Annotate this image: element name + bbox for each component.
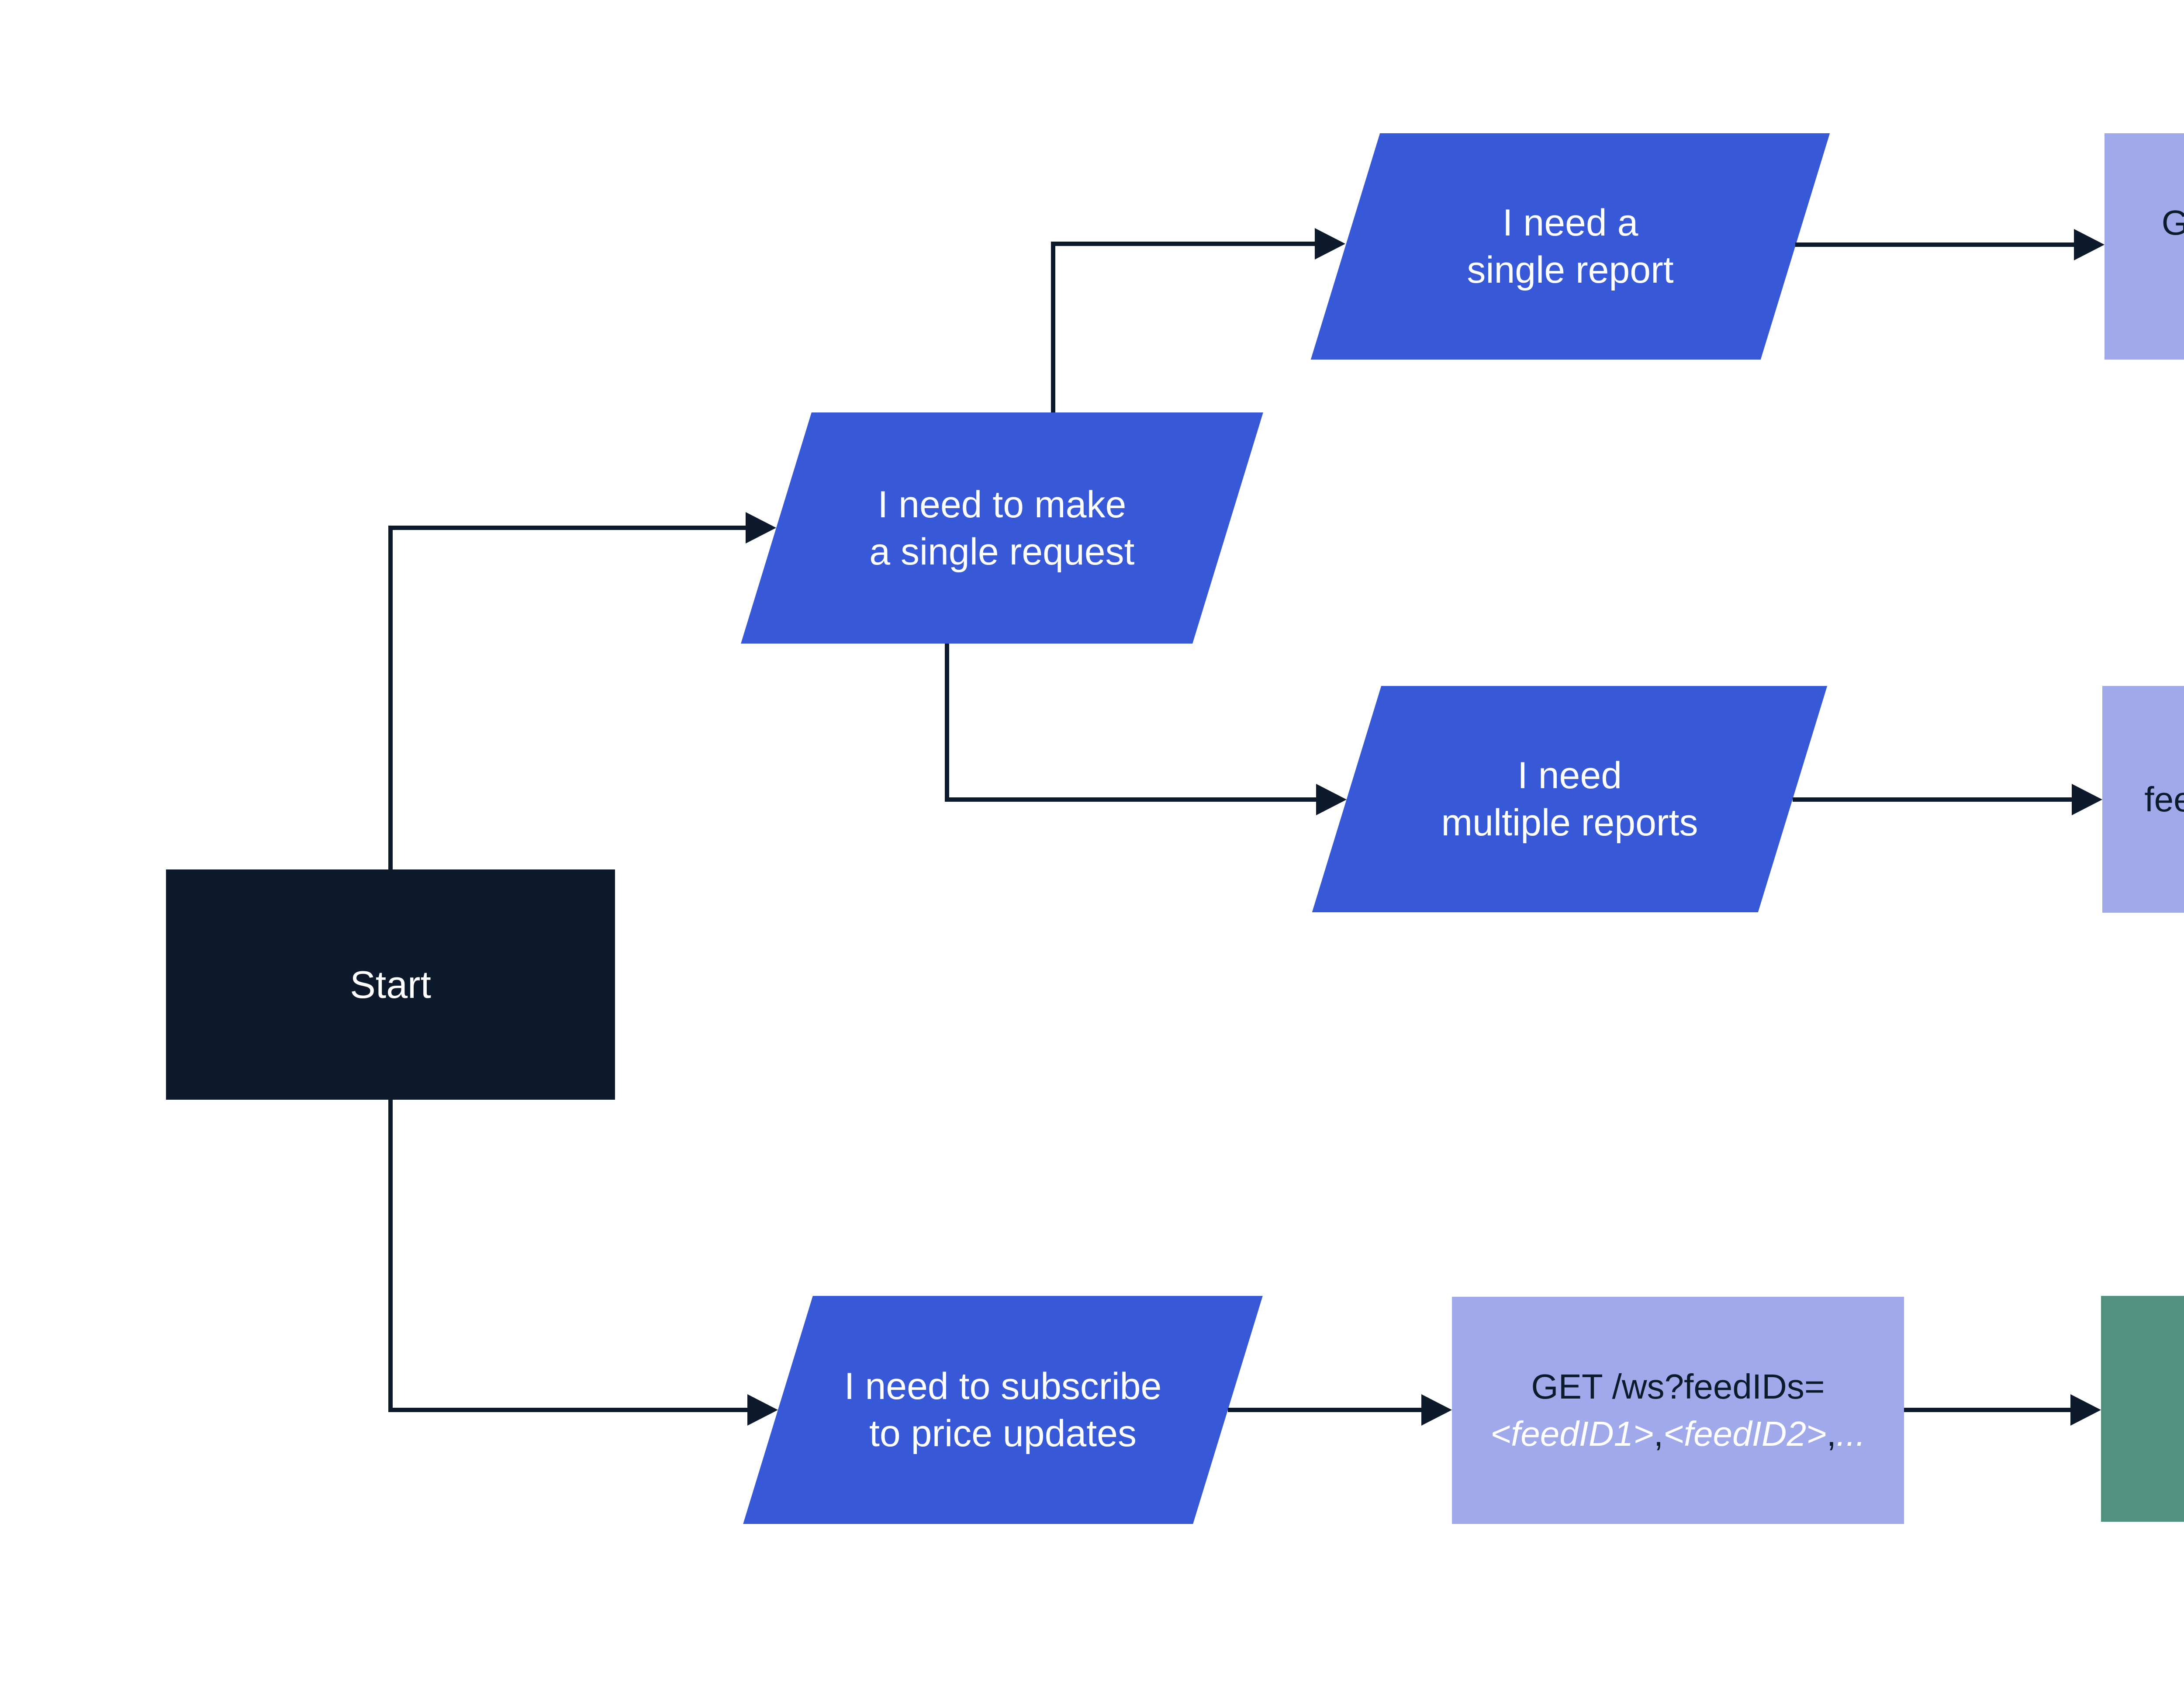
arrowhead-icon [1421, 1394, 1452, 1426]
arrowhead-icon [746, 512, 776, 544]
connector-single-request-to-single-report-horizontal [1051, 242, 1315, 246]
request-get-reports-bulk: GET /reports/bulk? feedIDs=<feedID1>,<fe… [2102, 686, 2184, 913]
request-text-segment: , [1826, 1414, 1837, 1453]
decision-label-line: multiple reports [1441, 802, 1698, 844]
decision-label-line: a single request [869, 530, 1135, 573]
request-text-line: GET /ws?feedIDs= [1531, 1363, 1825, 1410]
decision-subscribe-text: I need to subscribe to price updates [778, 1363, 1228, 1457]
request-text-segment: GET /reports?feedID= [2161, 203, 2184, 242]
decision-label-line: I need a [1502, 202, 1638, 244]
start-label: Start [350, 963, 431, 1006]
request-text-segment: feedIDs= [2144, 779, 2184, 819]
arrowhead-icon [2074, 229, 2105, 260]
request-get-ws: GET /ws?feedIDs= <feedID1>,<feedID2>,... [1452, 1297, 1904, 1524]
request-text-segment: , [1653, 1414, 1664, 1453]
request-param: ... [1836, 1414, 1866, 1453]
decision-label-line: I need to make [878, 483, 1127, 526]
connector-subscribe-to-get-ws [1228, 1408, 1421, 1412]
connector-start-to-single-request-vertical [388, 528, 393, 869]
request-text-line: feedIDs=<feedID1>,<feedID2>,...& [2144, 776, 2184, 823]
connector-start-to-subscribe-horizontal [388, 1408, 747, 1412]
connector-single-report-to-get-reports [1795, 242, 2074, 247]
arrowhead-icon [1316, 784, 1347, 815]
request-param: <feedID2> [1663, 1414, 1827, 1453]
connector-single-request-to-single-report-vertical [1051, 242, 1055, 412]
connector-single-request-to-multiple-reports-vertical [945, 644, 949, 802]
start-node: Start [166, 869, 615, 1100]
arrowhead-icon [2070, 1394, 2101, 1426]
request-text-line: <feedID1>,<feedID2>,... [1490, 1410, 1865, 1458]
decision-label-line: to price updates [869, 1413, 1137, 1454]
arrowhead-icon [1315, 228, 1345, 260]
request-text-segment: GET /ws?feedIDs= [1531, 1367, 1825, 1406]
decision-label-line: I need [1517, 755, 1622, 796]
decision-single-report-text: I need a single report [1345, 199, 1795, 294]
decision-multiple-reports-text: I need multiple reports [1347, 752, 1793, 846]
decision-single-request-text: I need to make a single request [776, 481, 1228, 575]
decision-single-request: I need to make a single request [741, 412, 1263, 644]
decision-subscribe: I need to subscribe to price updates [743, 1296, 1263, 1524]
decision-label-line: single report [1467, 249, 1674, 291]
result-ws-stream: [feedID1, report] [feedID2, report] ... [2101, 1296, 2184, 1522]
connector-single-request-to-multiple-reports-horizontal [945, 797, 1316, 802]
connector-start-to-subscribe-vertical [388, 1100, 393, 1412]
decision-single-report: I need a single report [1310, 133, 1830, 360]
request-param: <feedID1> [1490, 1414, 1654, 1453]
decision-label-line: I need to subscribe [844, 1365, 1162, 1407]
request-get-reports: GET /reports?feedID=<feedID>& timestamp=… [2105, 133, 2184, 360]
arrowhead-icon [747, 1394, 778, 1426]
connector-get-ws-to-result [1904, 1408, 2070, 1412]
request-text-line: GET /reports?feedID=<feedID>& [2162, 199, 2184, 246]
connector-multiple-reports-to-get-bulk [1793, 797, 2072, 802]
decision-multiple-reports: I need multiple reports [1312, 686, 1828, 912]
arrowhead-icon [2072, 784, 2102, 815]
connector-start-to-single-request-horizontal [388, 526, 746, 530]
